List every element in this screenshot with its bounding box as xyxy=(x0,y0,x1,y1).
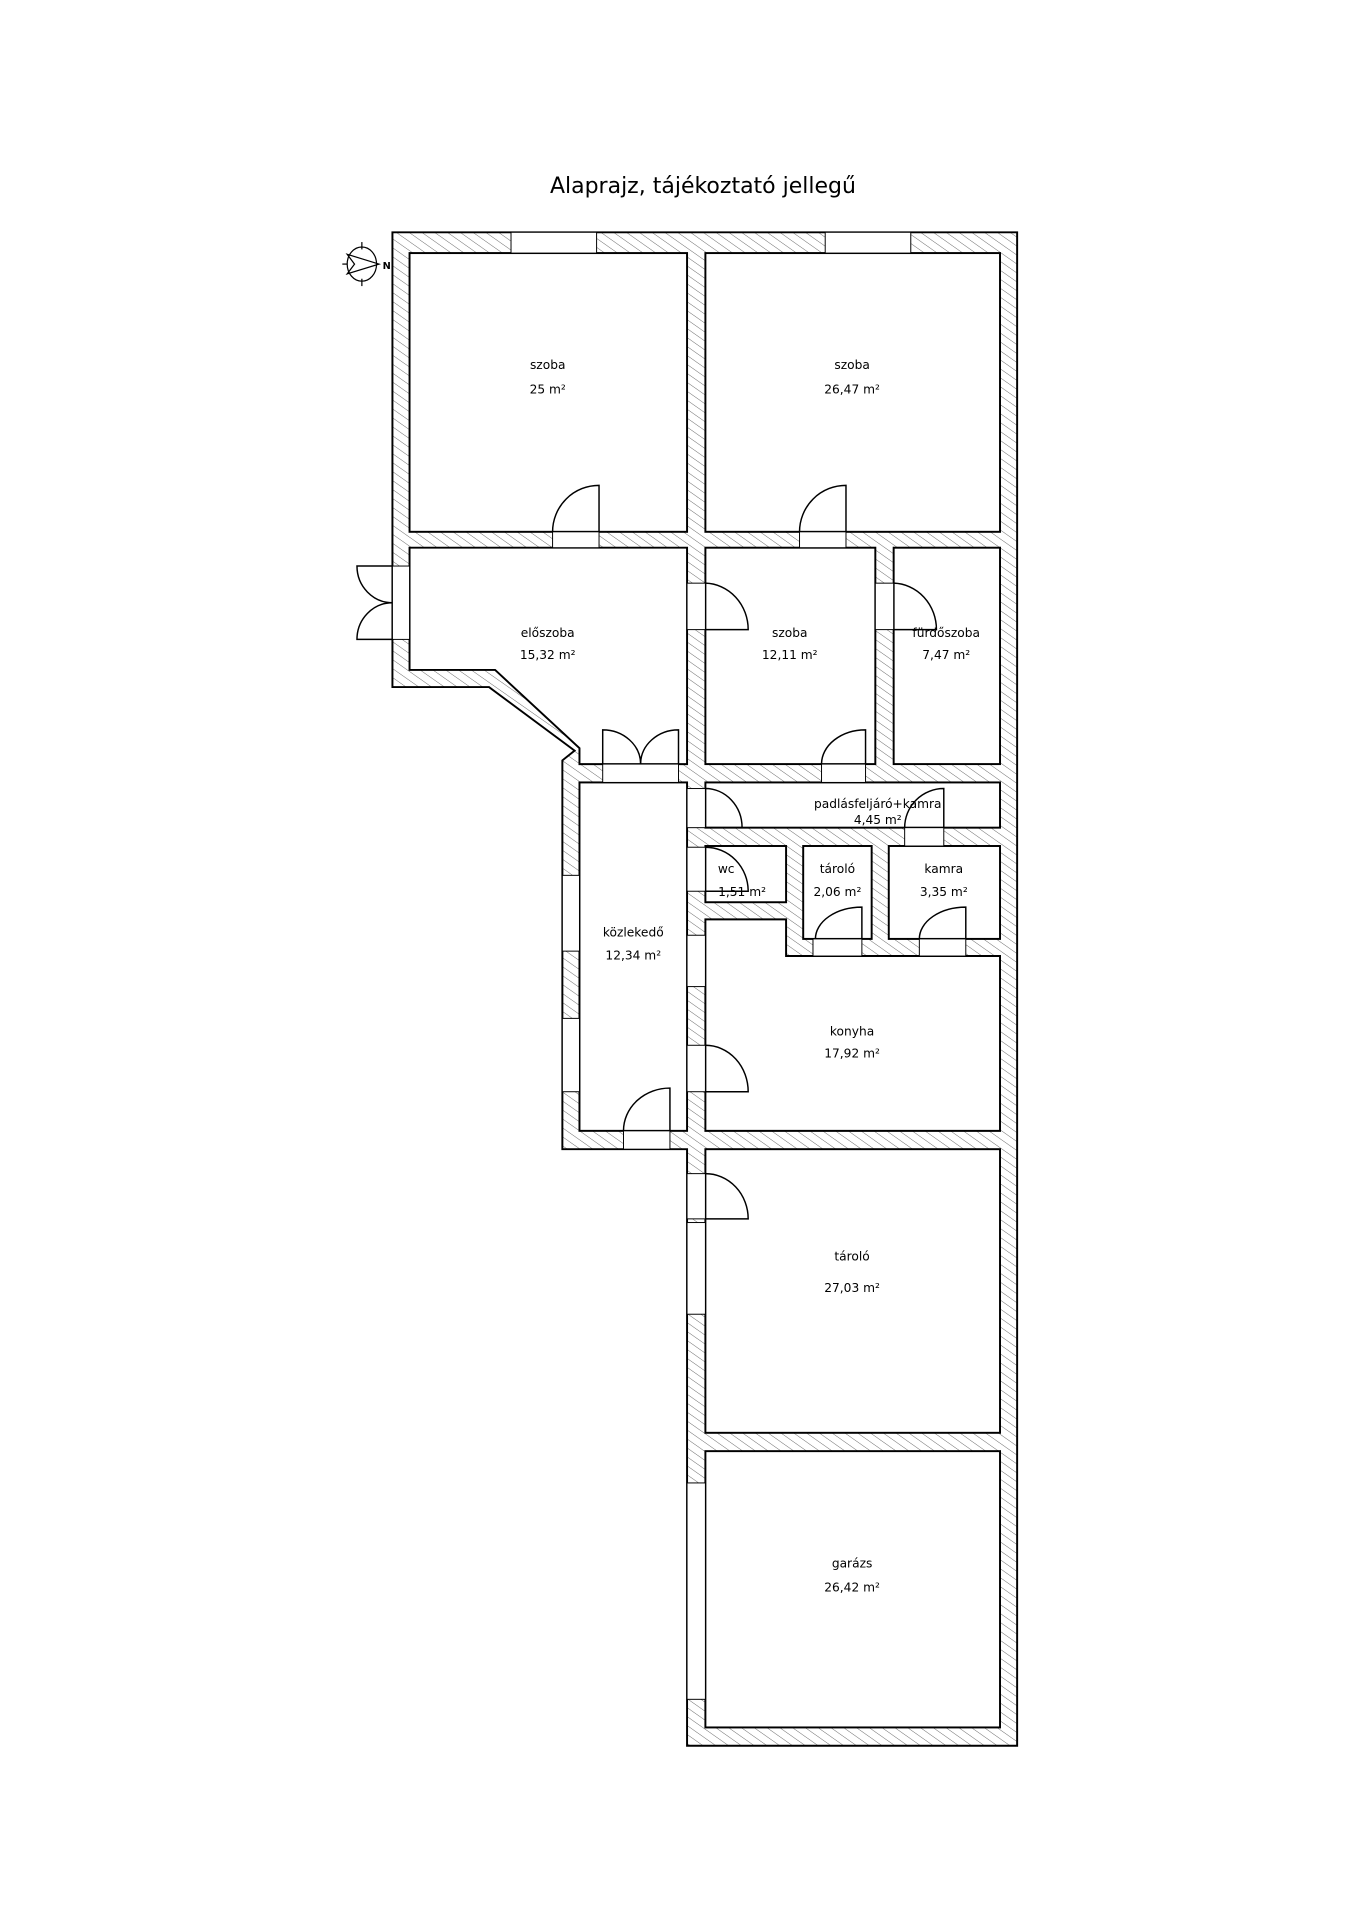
entrance-door-icon xyxy=(356,565,393,604)
room-name: garázs xyxy=(832,1556,873,1570)
room-area: 15,32 m² xyxy=(520,648,576,662)
window xyxy=(561,874,580,952)
window xyxy=(561,1017,580,1093)
room-kamra xyxy=(887,845,1002,940)
plan-title: Alaprajz, tájékoztató jellegű xyxy=(550,174,856,199)
room-area: 27,03 m² xyxy=(824,1281,880,1295)
room-name: tároló xyxy=(834,1249,869,1263)
room-name: szoba xyxy=(834,358,870,372)
door-swing-icon xyxy=(814,906,863,939)
north-label: N xyxy=(383,261,391,272)
door-swing-icon xyxy=(622,1087,671,1131)
window xyxy=(686,1482,706,1700)
door-swing-icon xyxy=(601,729,642,765)
door-swing-icon xyxy=(918,906,967,939)
room-area: 7,47 m² xyxy=(922,648,970,662)
door-swing-icon xyxy=(820,729,867,765)
window xyxy=(510,231,598,254)
room-szoba-3 xyxy=(704,546,877,766)
room-area: 25 m² xyxy=(530,383,566,397)
room-area: 3,35 m² xyxy=(920,885,968,899)
room-area: 1,51 m² xyxy=(718,885,766,899)
window xyxy=(686,1222,706,1315)
room-name: szoba xyxy=(772,626,808,640)
room-konyha xyxy=(704,918,1002,1132)
room-area: 12,11 m² xyxy=(762,648,818,662)
room-name: konyha xyxy=(830,1024,874,1038)
door-swing-icon xyxy=(798,484,847,532)
door-swing-icon xyxy=(551,484,600,532)
room-szoba-2 xyxy=(704,252,1002,533)
room-name: padlásfeljáró+kamra xyxy=(814,797,942,811)
door-swing-icon xyxy=(639,729,680,765)
door-swing-icon xyxy=(705,846,749,892)
room-area: 17,92 m² xyxy=(824,1046,880,1060)
door-swing-icon xyxy=(705,582,749,631)
room-name: tároló xyxy=(820,862,855,876)
room-szoba-1 xyxy=(408,252,689,533)
room-name: fürdőszoba xyxy=(912,626,980,640)
door-swing-icon xyxy=(705,1172,749,1220)
window xyxy=(686,934,706,988)
room-area: 26,47 m² xyxy=(824,383,880,397)
room-area: 12,34 m² xyxy=(605,949,661,963)
room-area: 26,42 m² xyxy=(824,1581,880,1595)
doors xyxy=(356,484,967,1220)
entrance-door-icon xyxy=(356,601,393,641)
door-swing-icon xyxy=(903,787,945,828)
door-swing-icon xyxy=(705,1044,749,1093)
door-swing-icon xyxy=(705,787,743,829)
room-tarolo-large xyxy=(704,1148,1002,1434)
windows xyxy=(510,231,912,1700)
room-area: 4,45 m² xyxy=(854,813,902,827)
window xyxy=(824,231,912,254)
room-labels: szoba 25 m² szoba 26,47 m² előszoba 15,3… xyxy=(520,358,980,1595)
north-arrow-icon: N xyxy=(342,242,391,287)
room-name: wc xyxy=(718,862,735,876)
room-name: közlekedő xyxy=(603,925,664,939)
room-name: előszoba xyxy=(521,626,575,640)
room-area: 2,06 m² xyxy=(813,885,861,899)
room-name: szoba xyxy=(530,358,566,372)
room-garazs xyxy=(704,1450,1002,1729)
room-name: kamra xyxy=(924,862,963,876)
room-furdoszoba xyxy=(892,546,1002,766)
door-swing-icon xyxy=(893,582,938,631)
